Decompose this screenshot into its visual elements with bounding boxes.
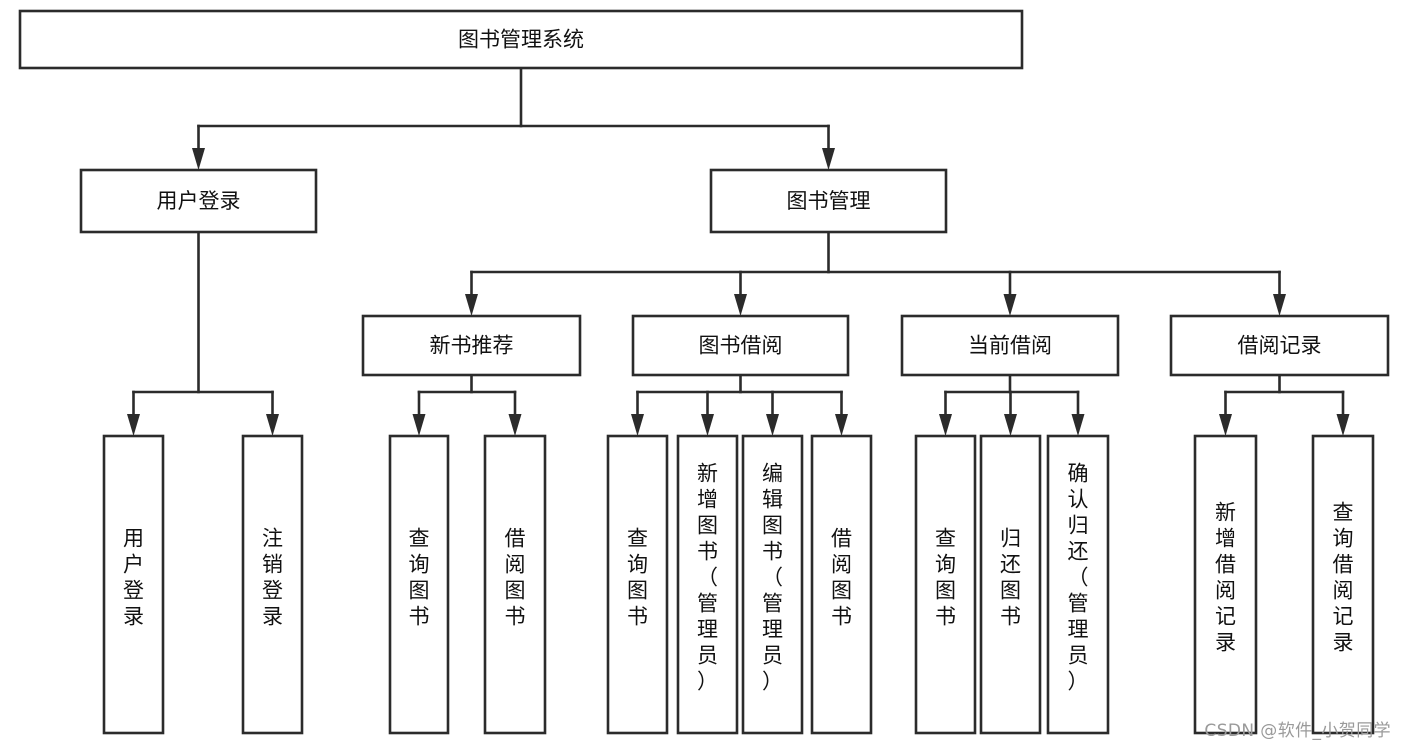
arrow-head-book-manage [822,148,835,170]
node-label-leaf-user-login: 用户登录 [123,527,144,629]
node-leaf-confirm-return[interactable]: 确认归还（管理员） [1046,434,1110,735]
arrow-head-leaf-logout [266,414,279,436]
node-user-login[interactable]: 用户登录 [79,168,318,234]
node-box-leaf-confirm-return [1046,434,1110,735]
node-label-new-book-recommend: 新书推荐 [430,334,514,358]
node-leaf-borrow-book-1[interactable]: 借阅图书 [483,434,547,735]
arrow-head-leaf-query-book-3 [939,414,952,436]
node-label-root: 图书管理系统 [458,28,584,52]
node-label-leaf-query-book-1: 查询图书 [409,527,430,629]
arrow-head-user-login [192,148,205,170]
node-box-user-login [79,168,318,234]
node-leaf-query-book-1[interactable]: 查询图书 [388,434,450,735]
edge-group-new-book-recommend [412,373,522,436]
arrow-head-leaf-query-book-1 [412,414,426,436]
node-box-current-borrow [900,314,1120,377]
node-box-leaf-borrow-book-1 [483,434,547,735]
node-box-new-book-recommend [361,314,582,377]
node-box-leaf-add-book [676,434,739,735]
node-label-book-borrow: 图书借阅 [699,334,783,358]
node-leaf-borrow-book-2[interactable]: 借阅图书 [810,434,873,735]
arrow-head-leaf-return-book [1004,414,1017,436]
node-label-book-manage: 图书管理 [787,189,871,213]
node-label-leaf-logout: 注销登录 [262,527,283,629]
node-box-book-manage [709,168,948,234]
node-box-leaf-edit-book [741,434,804,735]
node-current-borrow[interactable]: 当前借阅 [900,314,1120,377]
edge-group-book-manage [465,230,1286,316]
node-book-borrow[interactable]: 图书借阅 [631,314,850,377]
node-box-leaf-borrow-book-2 [810,434,873,735]
arrow-head-leaf-confirm-return [1071,414,1085,436]
node-label-user-login: 用户登录 [157,189,241,213]
node-label-leaf-add-record: 新增借阅记录 [1215,501,1236,655]
edge-group-user-login [127,230,279,436]
arrow-head-book-borrow [734,294,747,316]
node-label-leaf-borrow-book-2: 借阅图书 [831,527,852,629]
arrow-head-leaf-edit-book [766,414,779,436]
node-label-leaf-query-record: 查询借阅记录 [1333,501,1354,655]
edges-layer [127,66,1350,436]
node-label-leaf-return-book: 归还图书 [1000,527,1021,629]
node-label-leaf-add-book: 新增图书（管理员） [697,462,718,694]
node-root[interactable]: 图书管理系统 [18,9,1024,70]
node-box-book-borrow [631,314,850,377]
node-box-leaf-query-book-2 [606,434,669,735]
node-label-leaf-query-book-2: 查询图书 [627,527,648,629]
node-leaf-query-book-2[interactable]: 查询图书 [606,434,669,735]
node-label-borrow-record: 借阅记录 [1238,334,1322,358]
node-leaf-user-login[interactable]: 用户登录 [102,434,165,735]
node-box-leaf-user-login [102,434,165,735]
node-leaf-query-record[interactable]: 查询借阅记录 [1311,434,1375,735]
nodes-layer: 图书管理系统用户登录图书管理新书推荐图书借阅当前借阅借阅记录用户登录注销登录查询… [18,9,1390,735]
node-book-manage[interactable]: 图书管理 [709,168,948,234]
arrow-head-leaf-query-record [1336,414,1350,436]
node-label-leaf-edit-book: 编辑图书（管理员） [762,462,783,694]
node-borrow-record[interactable]: 借阅记录 [1169,314,1390,377]
node-label-leaf-borrow-book-1: 借阅图书 [505,527,526,629]
edge-group-borrow-record [1219,373,1350,436]
node-label-current-borrow: 当前借阅 [968,334,1052,358]
arrow-head-leaf-query-book-2 [631,414,644,436]
node-leaf-return-book[interactable]: 归还图书 [979,434,1042,735]
node-box-leaf-return-book [979,434,1042,735]
arrow-head-leaf-add-record [1219,414,1232,436]
node-box-leaf-query-book-1 [388,434,450,735]
arrow-head-new-book-recommend [465,294,478,316]
node-box-leaf-query-book-3 [914,434,977,735]
node-leaf-logout[interactable]: 注销登录 [241,434,304,735]
node-leaf-add-book[interactable]: 新增图书（管理员） [676,434,739,735]
edge-group-current-borrow [939,373,1085,436]
node-label-leaf-confirm-return: 确认归还（管理员） [1068,462,1089,694]
node-box-leaf-add-record [1193,434,1258,735]
node-leaf-edit-book[interactable]: 编辑图书（管理员） [741,434,804,735]
node-leaf-query-book-3[interactable]: 查询图书 [914,434,977,735]
node-box-leaf-query-record [1311,434,1375,735]
arrow-head-leaf-borrow-book-1 [508,414,522,436]
node-box-leaf-logout [241,434,304,735]
node-label-leaf-query-book-3: 查询图书 [935,527,956,629]
edge-group-book-borrow [631,373,848,436]
node-leaf-add-record[interactable]: 新增借阅记录 [1193,434,1258,735]
arrow-head-leaf-user-login [127,414,140,436]
node-box-borrow-record [1169,314,1390,377]
node-box-root [18,9,1024,70]
arrow-head-current-borrow [1003,294,1017,316]
arrow-head-leaf-borrow-book-2 [835,414,848,436]
edge-group-root [192,66,835,170]
arrow-head-leaf-add-book [701,414,714,436]
node-new-book-recommend[interactable]: 新书推荐 [361,314,582,377]
arrow-head-borrow-record [1273,294,1286,316]
